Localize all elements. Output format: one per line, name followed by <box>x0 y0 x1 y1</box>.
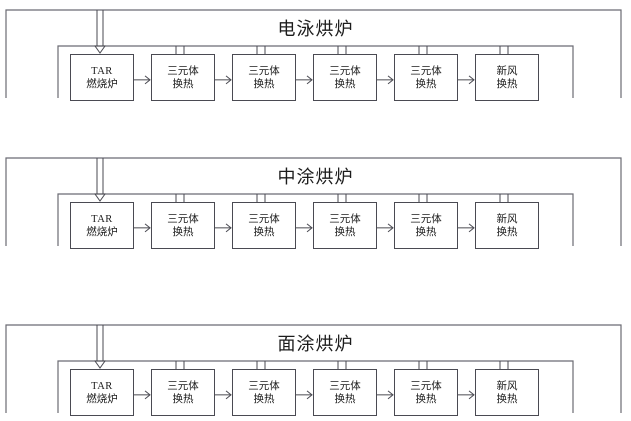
node-label-line-2: 换热 <box>253 226 275 238</box>
inlet-arrow-icon <box>94 360 106 369</box>
panel-title: 面涂烘炉 <box>277 334 354 354</box>
oven-enclosure-outline <box>5 9 622 98</box>
node-label-line-1: TAR <box>91 65 113 77</box>
node-label-line-1: 三元体 <box>167 213 199 225</box>
flow-arrow-icon <box>144 223 151 233</box>
flow-arrow-icon <box>387 223 394 233</box>
node-label-line-2: 换热 <box>496 78 518 90</box>
flow-arrow-icon <box>144 75 151 85</box>
node-label-line-1: TAR <box>91 213 113 225</box>
node-label-line-1: 三元体 <box>329 380 361 392</box>
node-label-line-2: 换热 <box>172 226 194 238</box>
panel-lines <box>5 324 622 413</box>
ternary-heat-exchanger-3[interactable]: 三元体换热 <box>313 202 377 249</box>
inlet-arrow-icon <box>94 45 106 54</box>
ternary-heat-exchanger-2[interactable]: 三元体换热 <box>232 54 296 101</box>
flow-arrow-icon <box>468 223 475 233</box>
node-label-line-2: 换热 <box>496 226 518 238</box>
node-label-line-1: 三元体 <box>410 65 442 77</box>
node-label-line-2: 换热 <box>334 226 356 238</box>
flow-arrow-icon <box>387 75 394 85</box>
node-label-line-1: 三元体 <box>248 380 280 392</box>
ternary-heat-exchanger-1[interactable]: 三元体换热 <box>151 369 215 416</box>
ternary-heat-exchanger-1[interactable]: 三元体换热 <box>151 202 215 249</box>
panel-lines <box>5 9 622 98</box>
ternary-heat-exchanger-3[interactable]: 三元体换热 <box>313 54 377 101</box>
node-label-line-1: 三元体 <box>167 380 199 392</box>
flow-arrow-icon <box>225 390 232 400</box>
ternary-heat-exchanger-2[interactable]: 三元体换热 <box>232 369 296 416</box>
flow-arrow-icon <box>306 390 313 400</box>
ternary-heat-exchanger-2[interactable]: 三元体换热 <box>232 202 296 249</box>
fresh-air-heat-exchanger[interactable]: 新风换热 <box>475 369 539 416</box>
node-label-line-2: 燃烧炉 <box>86 78 118 90</box>
inlet-arrow-icon <box>94 193 106 202</box>
node-label-line-2: 换热 <box>253 393 275 405</box>
node-label-line-1: 三元体 <box>410 213 442 225</box>
ternary-heat-exchanger-3[interactable]: 三元体换热 <box>313 369 377 416</box>
flow-arrow-icon <box>306 75 313 85</box>
flow-arrow-icon <box>387 390 394 400</box>
panel-lines <box>5 157 622 246</box>
node-label-line-2: 换热 <box>334 393 356 405</box>
node-label-line-2: 燃烧炉 <box>86 226 118 238</box>
node-label-line-1: TAR <box>91 380 113 392</box>
node-label-line-2: 换热 <box>415 78 437 90</box>
panel-title: 电泳烘炉 <box>277 19 354 39</box>
flow-arrow-icon <box>306 223 313 233</box>
node-label-line-1: 三元体 <box>410 380 442 392</box>
node-label-line-1: 三元体 <box>248 213 280 225</box>
ternary-heat-exchanger-1[interactable]: 三元体换热 <box>151 54 215 101</box>
node-label-line-2: 换热 <box>172 393 194 405</box>
flow-arrow-icon <box>225 75 232 85</box>
fresh-air-heat-exchanger[interactable]: 新风换热 <box>475 54 539 101</box>
flow-arrow-icon <box>468 75 475 85</box>
fresh-air-heat-exchanger[interactable]: 新风换热 <box>475 202 539 249</box>
node-label-line-1: 三元体 <box>329 65 361 77</box>
node-label-line-2: 燃烧炉 <box>86 393 118 405</box>
node-label-line-2: 换热 <box>253 78 275 90</box>
node-label-line-1: 新风 <box>496 213 518 225</box>
ternary-heat-exchanger-4[interactable]: 三元体换热 <box>394 54 458 101</box>
node-label-line-1: 三元体 <box>248 65 280 77</box>
node-label-line-2: 换热 <box>172 78 194 90</box>
node-label-line-2: 换热 <box>496 393 518 405</box>
oven-enclosure-outline <box>5 324 622 413</box>
panel-title: 中涂烘炉 <box>277 167 354 187</box>
ternary-heat-exchanger-4[interactable]: 三元体换热 <box>394 202 458 249</box>
node-label-line-1: 新风 <box>496 380 518 392</box>
node-label-line-2: 换热 <box>334 78 356 90</box>
ternary-heat-exchanger-4[interactable]: 三元体换热 <box>394 369 458 416</box>
flow-arrow-icon <box>468 390 475 400</box>
node-label-line-1: 新风 <box>496 65 518 77</box>
node-label-line-1: 三元体 <box>329 213 361 225</box>
node-label-line-2: 换热 <box>415 393 437 405</box>
flow-arrow-icon <box>225 223 232 233</box>
flow-arrow-icon <box>144 390 151 400</box>
oven-enclosure-outline <box>5 157 622 246</box>
node-label-line-1: 三元体 <box>167 65 199 77</box>
node-label-line-2: 换热 <box>415 226 437 238</box>
